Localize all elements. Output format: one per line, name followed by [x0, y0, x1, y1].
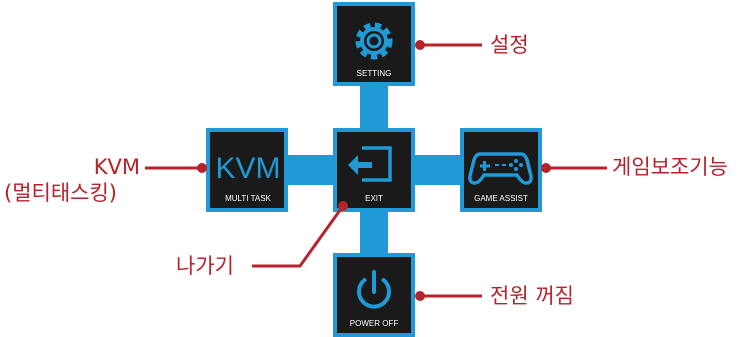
power-off-tile-label: POWER OFF — [350, 319, 399, 328]
kvm-glyph: KVM — [215, 152, 280, 185]
callout-setting: 설정 — [490, 33, 529, 57]
callout-power-off: 전원 꺼짐 — [490, 284, 574, 308]
game-assist-tile[interactable]: GAME ASSIST — [460, 128, 542, 212]
game-assist-tile-label: GAME ASSIST — [474, 194, 528, 203]
callout-lines — [145, 43, 607, 298]
callout-exit: 나가기 — [176, 254, 234, 278]
power-icon — [357, 270, 391, 309]
exit-tile[interactable]: EXIT — [333, 128, 415, 212]
multitask-tile-label: MULTI TASK — [225, 194, 271, 203]
callout-kvm: KVM — [93, 155, 140, 179]
gear-icon — [355, 22, 393, 60]
setting-tile[interactable]: SETTING — [333, 2, 415, 86]
setting-tile-label: SETTING — [357, 69, 392, 78]
callout-multitasking: (멀티태스킹) — [4, 181, 117, 205]
cross-connector — [282, 85, 466, 260]
gamepad-icon — [468, 152, 533, 185]
exit-icon — [348, 146, 392, 182]
power-off-tile[interactable]: POWER OFF — [333, 253, 415, 337]
callout-dots — [197, 40, 551, 301]
multitask-tile[interactable]: KVM MULTI TASK — [206, 128, 288, 212]
exit-tile-label: EXIT — [365, 194, 383, 203]
callout-game-assist: 게임보조기능 — [612, 155, 728, 179]
